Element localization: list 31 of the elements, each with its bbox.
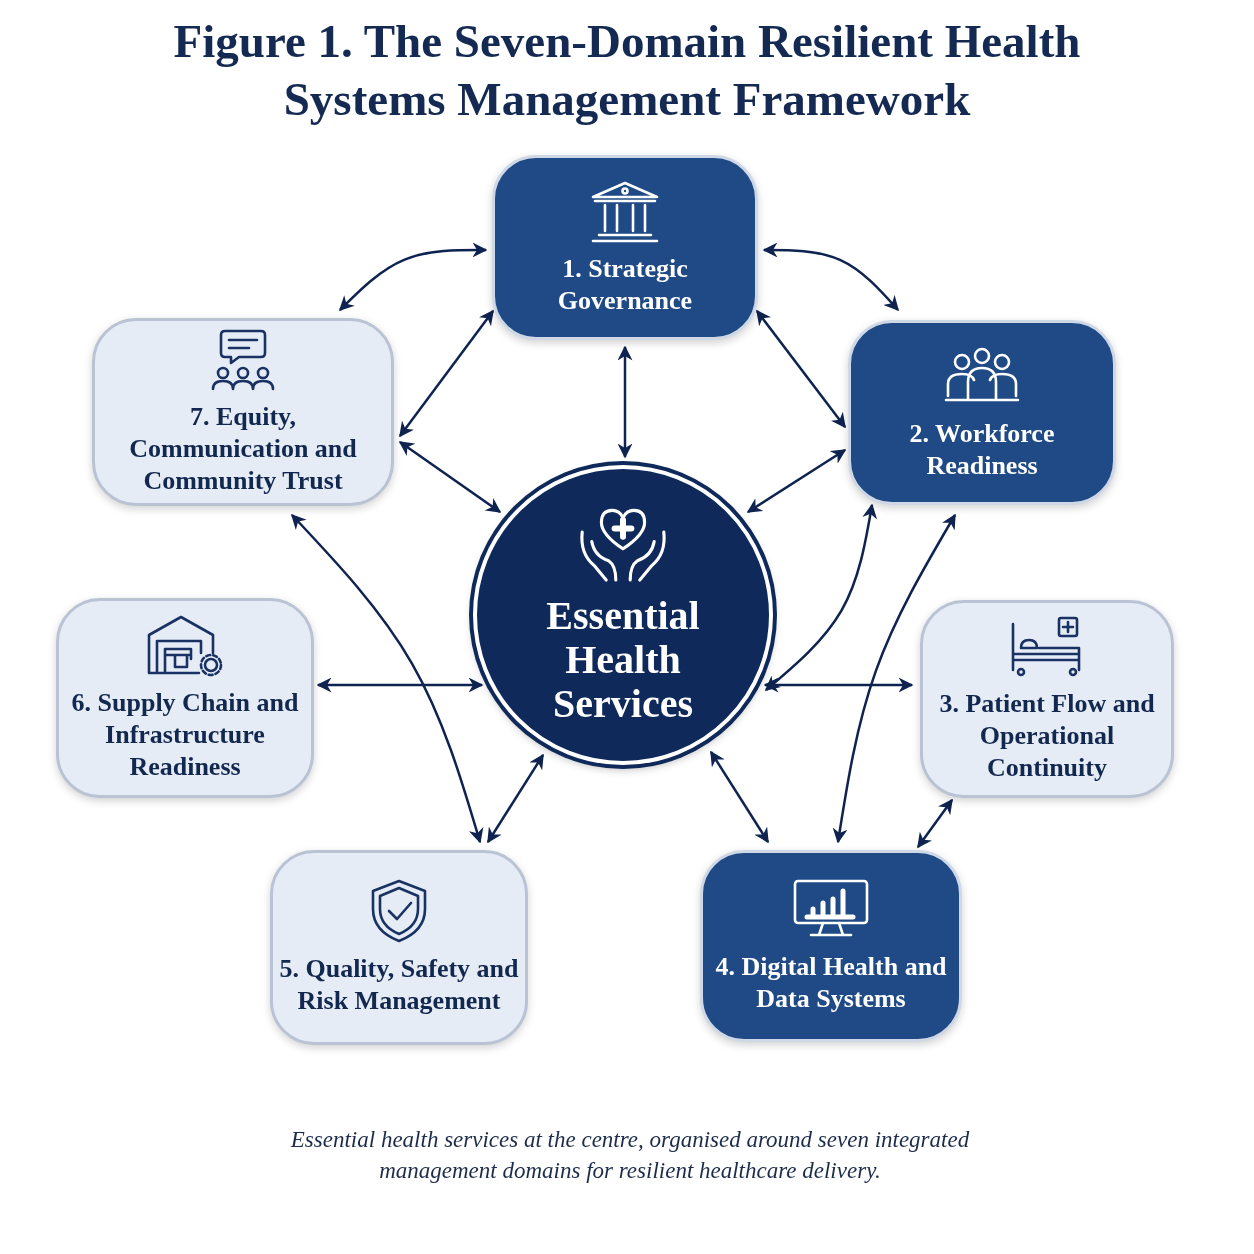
double-arrow [399,309,494,438]
double-arrow [398,440,502,514]
double-arrow [617,345,633,459]
double-arrow [764,503,878,691]
node-label: 1. Strategic Governance [556,252,694,317]
domain-box [492,155,758,340]
node-label: 7. Equity, Communication and Community Trust [128,401,358,497]
double-arrow [746,448,847,514]
caption: Essential health services at the centre, organised around seven integrated management domains for resilient healthcare delivery. [289,1126,971,1185]
double-arrow [290,513,484,844]
node-label: 3. Patient Flow and Operational Continuity [938,688,1156,784]
double-arrow [486,753,545,844]
domain-box [700,850,962,1042]
node-label: 5. Quality, Safety and Risk Management [278,952,520,1017]
node-label: 2. Workforce Readiness [908,417,1056,482]
double-arrow [762,242,899,312]
double-arrow [832,513,957,844]
double-arrow [709,750,770,844]
double-arrow [756,309,846,429]
double-arrow [316,677,484,693]
double-arrow [338,242,488,312]
domain-box [920,600,1174,798]
node-label: 6. Supply Chain and Infrastructure Readiness [70,687,300,783]
double-arrow [763,677,914,693]
node-label: Essential Health Services [545,594,701,726]
node-label: 4. Digital Health and Data Systems [714,951,948,1015]
domain-box [270,850,528,1045]
domain-box [56,598,314,798]
domain-box [848,320,1116,505]
title: Figure 1. The Seven-Domain Resilient Health Systems Management Framework [172,14,1082,127]
domain-box [92,318,394,506]
